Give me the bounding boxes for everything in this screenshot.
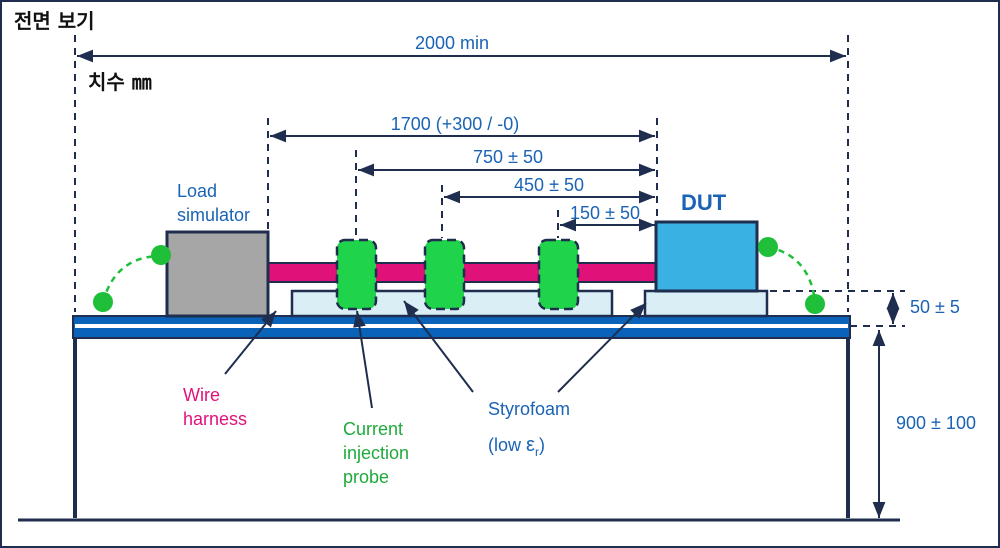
extension-lines (74, 35, 905, 327)
wire-harness-label-line1: Wire (183, 385, 220, 405)
dut-ground-strap (767, 245, 817, 303)
dim-table-height-label: 900 ± 100 (896, 413, 976, 433)
styrofoam-dut-support (643, 289, 769, 318)
current-probe-far (335, 238, 378, 311)
load-simulator-label-line1: Load (177, 181, 217, 201)
load-ground-strap (101, 254, 159, 303)
probe-label-line2: injection (343, 443, 409, 463)
table-legs (73, 336, 850, 518)
probes (335, 238, 580, 311)
styrofoam-label: Styrofoam (488, 399, 570, 419)
dimension-arrows (77, 49, 900, 518)
dut-label: DUT (681, 190, 727, 215)
wire-harness-label-line2: harness (183, 409, 247, 429)
ground-plane-stripe (75, 324, 848, 328)
current-probe-mid (423, 238, 466, 311)
probe-label-line1: Current (343, 419, 403, 439)
view-title: 전면 보기 (14, 9, 95, 33)
units-label: 치수 ㎜ (88, 70, 152, 94)
dim-probe-near-label: 150 ± 50 (570, 203, 640, 223)
dut-ground-terminal (758, 237, 778, 257)
dim-support-height-label: 50 ± 5 (910, 297, 960, 317)
dut-box (654, 220, 759, 293)
load-ground-terminal (151, 245, 171, 265)
load-simulator-label-line2: simulator (177, 205, 250, 225)
dim-probe-mid-label: 450 ± 50 (514, 175, 584, 195)
dim-overall-label: 2000 min (415, 33, 489, 53)
probe-label-line3: probe (343, 467, 389, 487)
dim-probe-far-label: 750 ± 50 (473, 147, 543, 167)
dim-harness-label: 1700 (+300 / -0) (391, 114, 520, 134)
styrofoam-note: (low εr) (488, 434, 545, 459)
load-simulator-box (165, 230, 270, 318)
leader-lines (224, 300, 647, 409)
ground-point-right (805, 294, 825, 314)
ground-point-left (93, 292, 113, 312)
current-probe-near (537, 238, 580, 311)
